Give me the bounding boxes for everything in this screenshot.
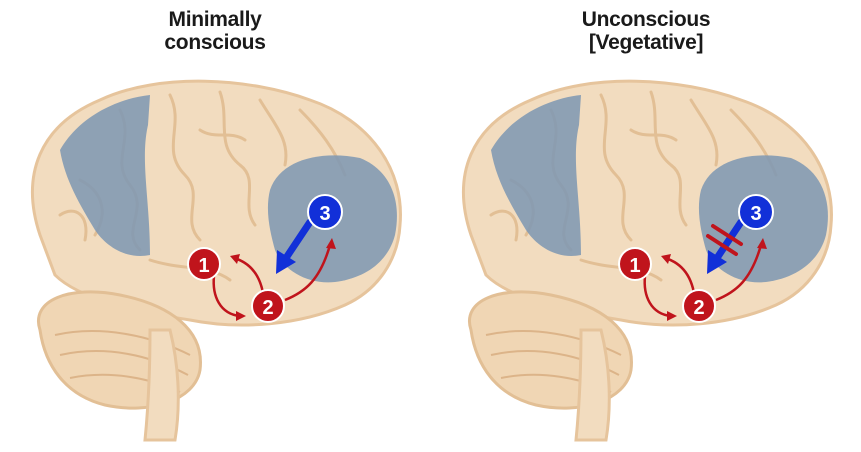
svg-text:1: 1 bbox=[629, 255, 640, 277]
brain-stem bbox=[145, 330, 178, 440]
svg-text:2: 2 bbox=[693, 297, 704, 319]
marker-2: 2 bbox=[252, 290, 284, 322]
marker-1: 1 bbox=[619, 248, 651, 280]
svg-text:3: 3 bbox=[319, 203, 330, 225]
brain-illustration: 1 2 3 bbox=[0, 0, 430, 452]
panel-minimally-conscious: Minimally conscious bbox=[0, 0, 430, 452]
svg-text:2: 2 bbox=[262, 297, 273, 319]
panel-unconscious-vegetative: Unconscious [Vegetative] bbox=[431, 0, 861, 452]
brain-stem bbox=[576, 330, 609, 440]
marker-3: 3 bbox=[739, 195, 773, 229]
marker-3: 3 bbox=[308, 195, 342, 229]
svg-text:3: 3 bbox=[750, 203, 761, 225]
svg-text:1: 1 bbox=[198, 255, 209, 277]
brain-illustration: 1 2 3 bbox=[431, 0, 861, 452]
marker-2: 2 bbox=[683, 290, 715, 322]
marker-1: 1 bbox=[188, 248, 220, 280]
